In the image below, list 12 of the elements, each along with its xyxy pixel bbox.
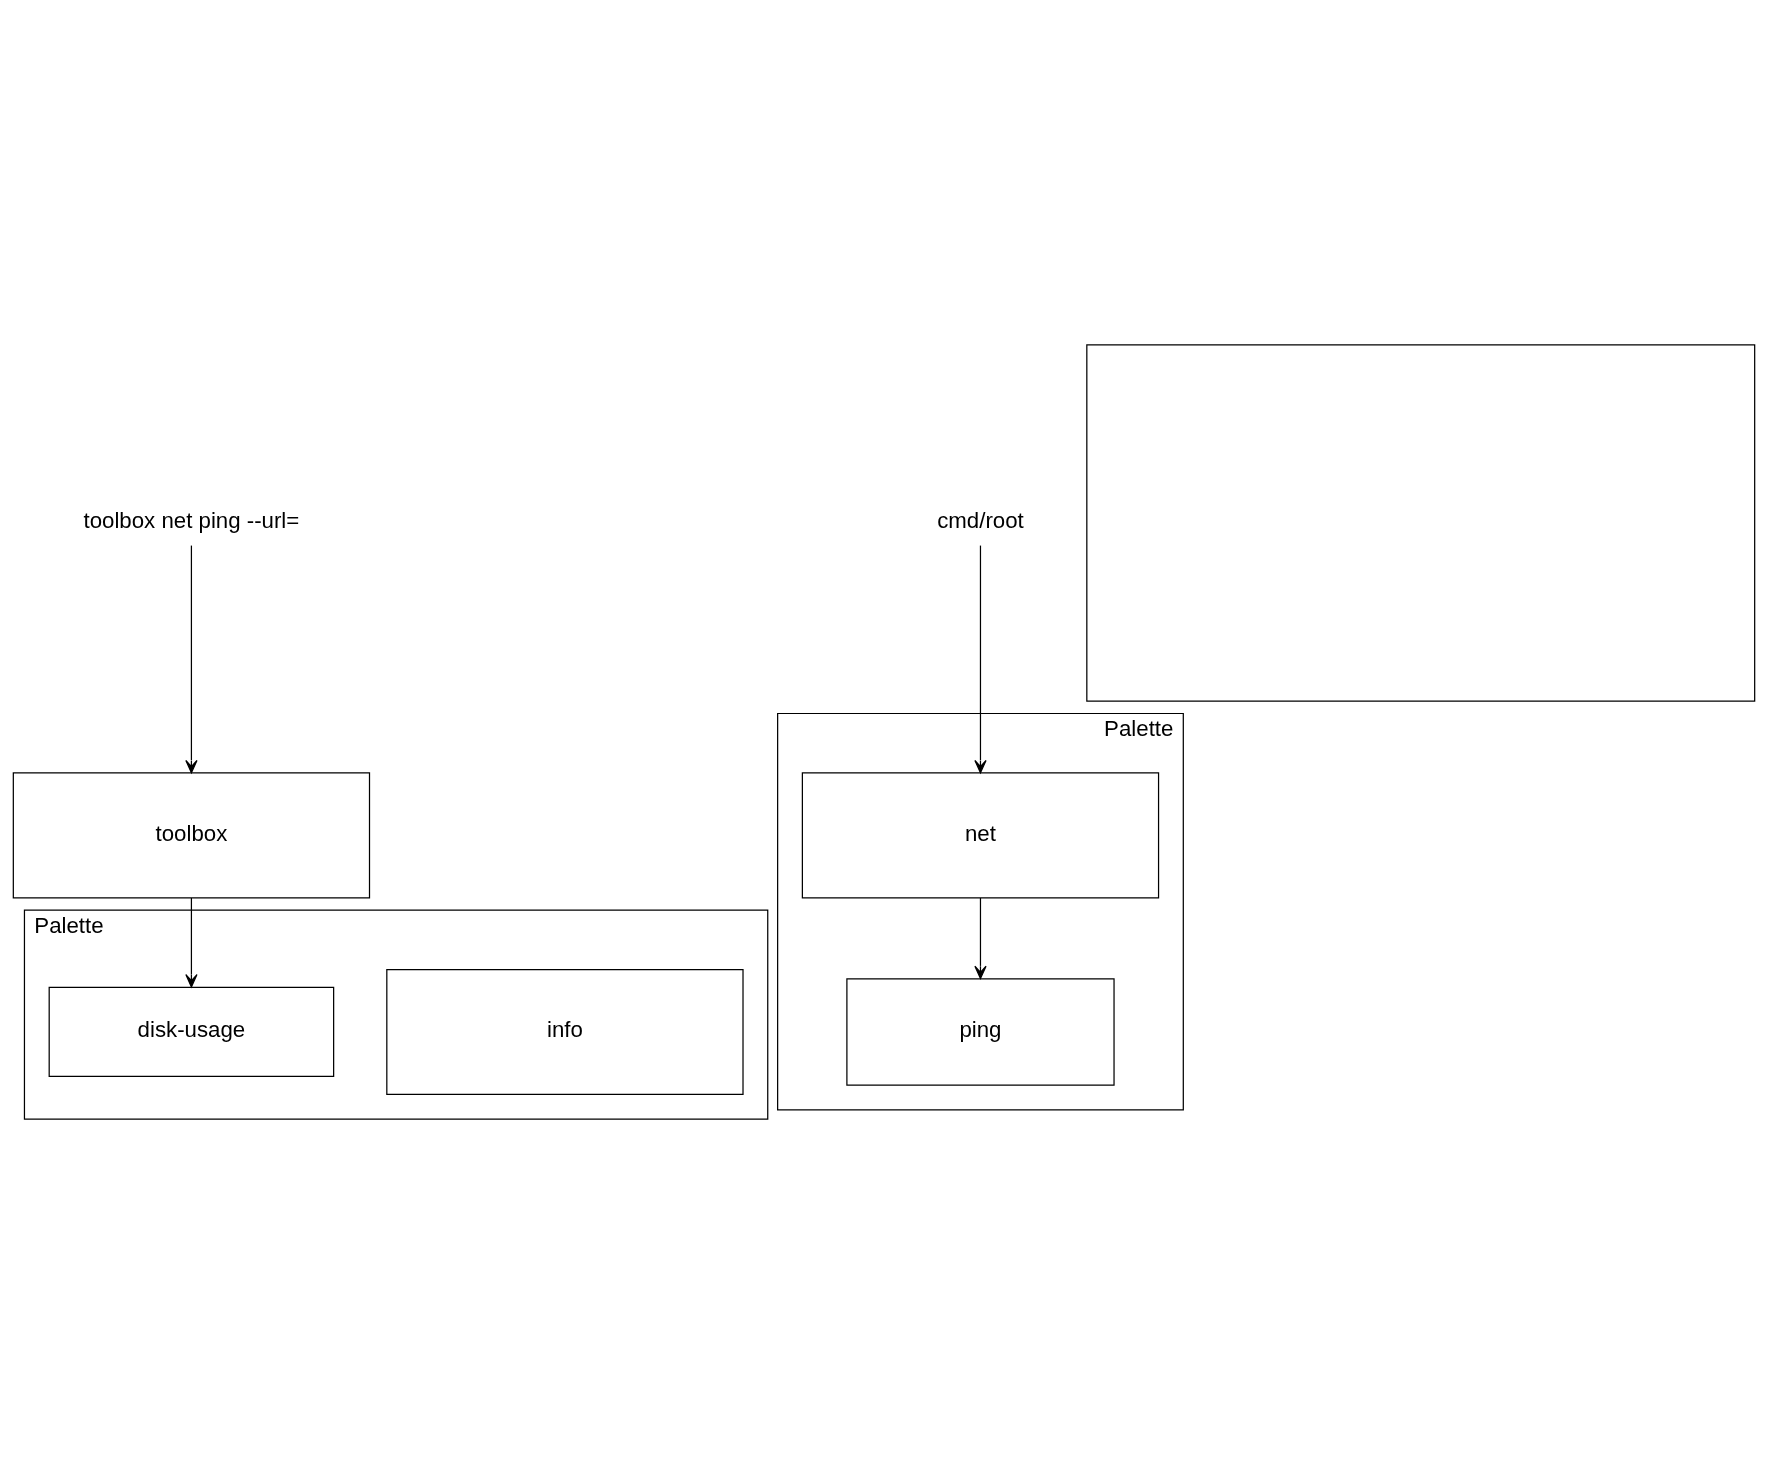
node-box: info <box>386 968 744 1096</box>
arrow <box>974 544 987 774</box>
node-box <box>1086 344 1756 702</box>
node-box: ping <box>846 978 1115 1086</box>
node-box: disk-usage <box>48 986 335 1078</box>
node-box: net <box>801 772 1160 899</box>
node-text: cmd/root <box>937 508 1024 534</box>
node-box: toolbox <box>12 772 371 899</box>
arrow <box>185 897 198 988</box>
arrow <box>974 897 987 980</box>
arrow <box>185 544 198 774</box>
node-text: toolbox net ping --url= <box>83 508 300 534</box>
